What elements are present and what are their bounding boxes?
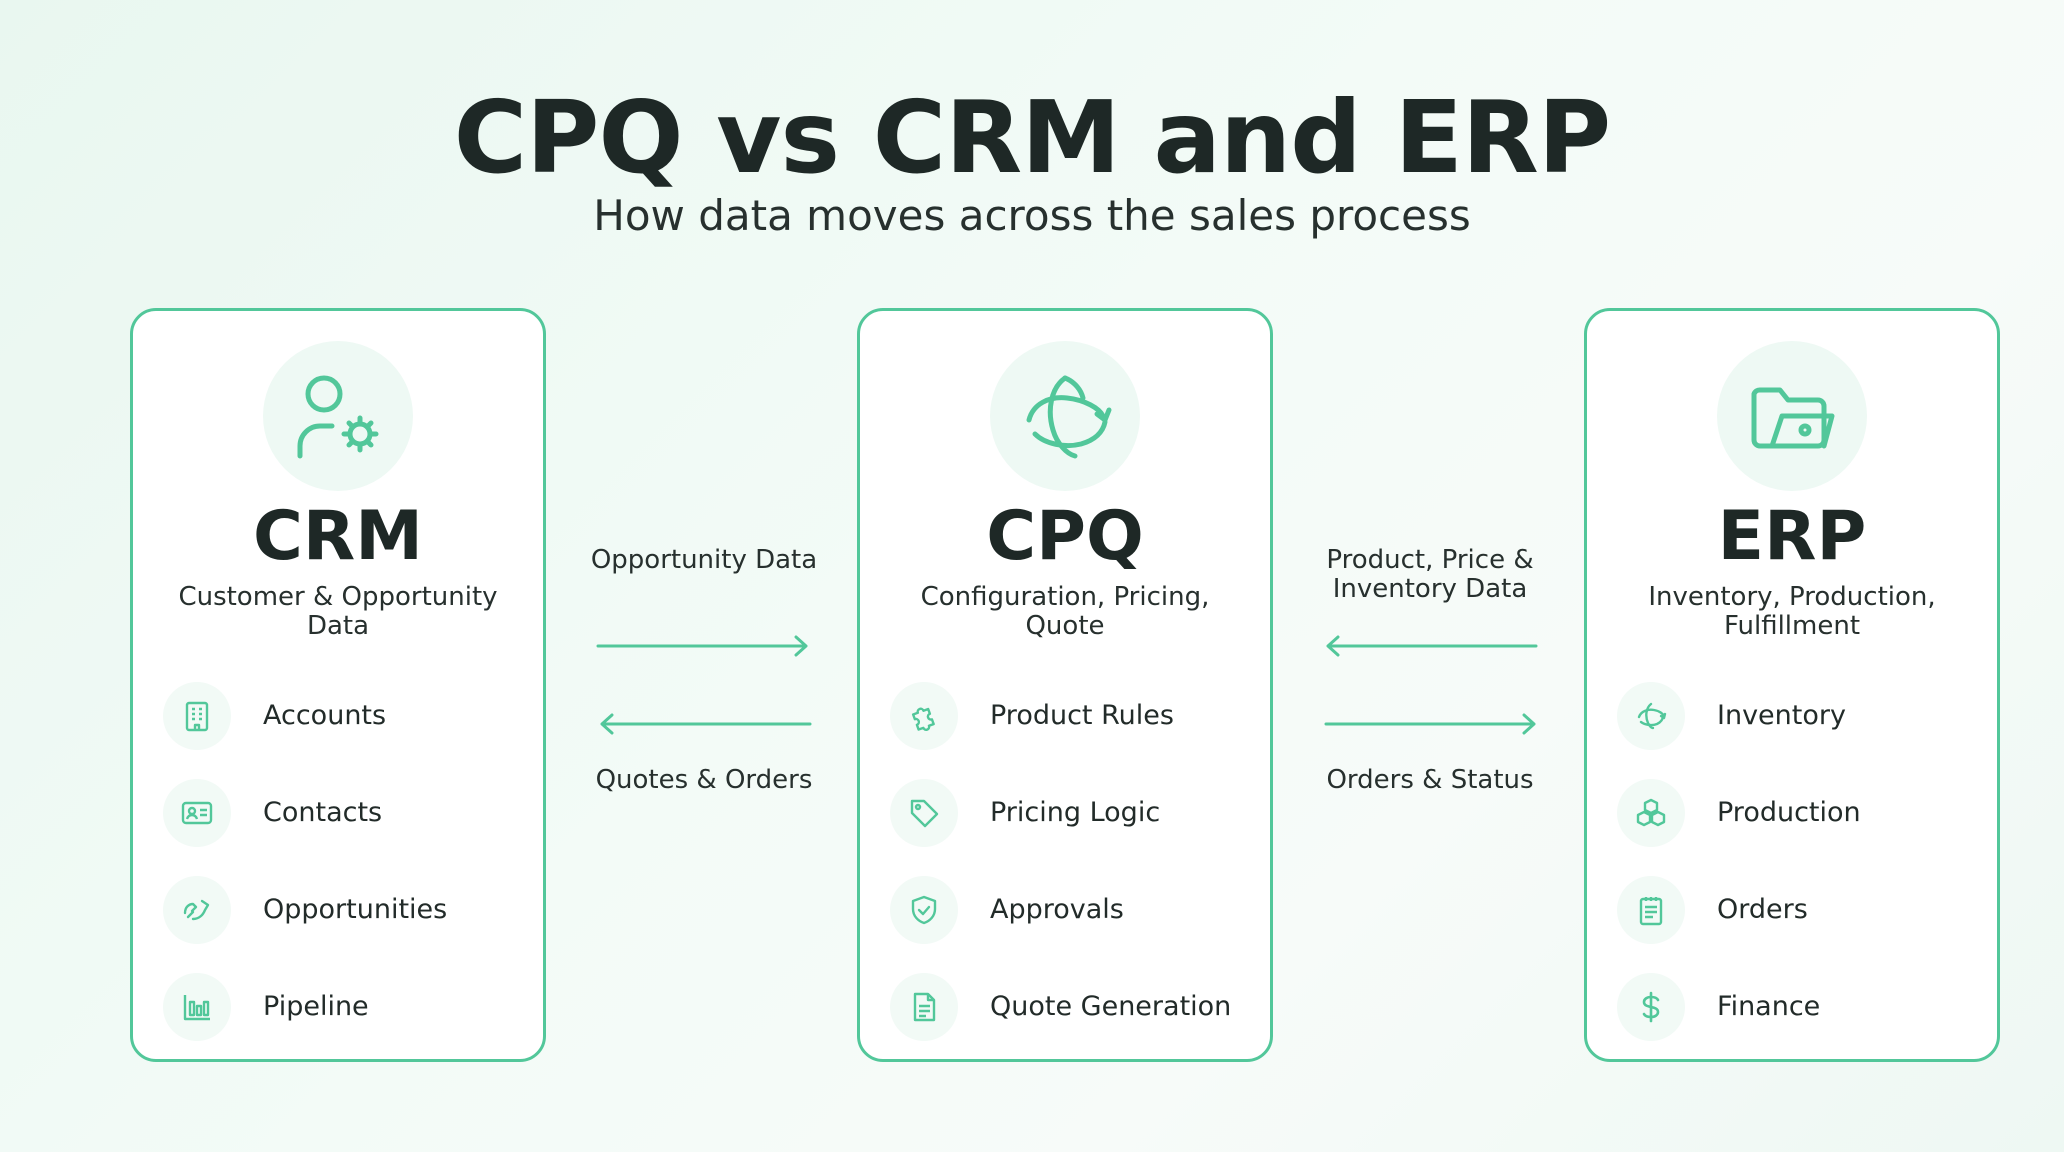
list-item: Opportunities xyxy=(163,861,523,958)
erp-subtitle: Inventory, Production, Fulfillment xyxy=(1648,582,1936,641)
cpq-items: Product Rules Pricing Logic xyxy=(890,667,1250,1055)
user-gear-icon xyxy=(263,341,413,491)
list-item: Production xyxy=(1617,764,1977,861)
item-label: Product Rules xyxy=(990,700,1174,731)
arrow-left-cpq-to-crm xyxy=(600,713,812,735)
orbit-sync-icon xyxy=(990,341,1140,491)
dollar-icon xyxy=(1617,972,1685,1041)
contact-card-icon xyxy=(163,778,231,847)
crm-items: Accounts Contacts Opport xyxy=(163,667,523,1055)
item-label: Approvals xyxy=(990,894,1124,925)
document-icon xyxy=(890,972,958,1041)
list-item: Inventory xyxy=(1617,667,1977,764)
flow-label-cpq-to-crm: Quotes & Orders xyxy=(595,765,813,795)
flow-label-cpq-to-erp: Orders & Status xyxy=(1326,765,1534,795)
item-label: Orders xyxy=(1717,894,1808,925)
folder-icon xyxy=(1717,341,1867,491)
cpq-title: CPQ xyxy=(986,497,1144,576)
item-label: Inventory xyxy=(1717,700,1846,731)
page-subtitle: How data moves across the sales process xyxy=(593,191,1471,240)
list-item: Pipeline xyxy=(163,958,523,1055)
list-item: Contacts xyxy=(163,764,523,861)
item-label: Opportunities xyxy=(263,894,448,925)
tag-icon xyxy=(890,778,958,847)
list-item: Product Rules xyxy=(890,667,1250,764)
cpq-card: CPQ Configuration, Pricing, Quote Produc… xyxy=(857,308,1273,1062)
crm-title: CRM xyxy=(253,497,423,576)
flow-label-erp-to-cpq: Product, Price & Inventory Data xyxy=(1326,545,1534,604)
item-label: Accounts xyxy=(263,700,387,731)
crm-card: CRM Customer & Opportunity Data Accounts xyxy=(130,308,546,1062)
erp-items: Inventory Production xyxy=(1617,667,1977,1055)
list-item: Accounts xyxy=(163,667,523,764)
item-label: Finance xyxy=(1717,991,1821,1022)
flow-label-crm-to-cpq: Opportunity Data xyxy=(590,545,818,575)
arrow-right-crm-to-cpq xyxy=(596,635,808,657)
page-title: CPQ vs CRM and ERP xyxy=(453,79,1611,196)
arrow-left-erp-to-cpq xyxy=(1326,635,1538,657)
list-item: Quote Generation xyxy=(890,958,1250,1055)
list-item: Finance xyxy=(1617,958,1977,1055)
item-label: Pipeline xyxy=(263,991,369,1022)
arrow-right-cpq-to-erp xyxy=(1324,713,1536,735)
sync-icon xyxy=(1617,681,1685,750)
item-label: Contacts xyxy=(263,797,383,828)
cpq-subtitle: Configuration, Pricing, Quote xyxy=(920,582,1210,641)
item-label: Production xyxy=(1717,797,1861,828)
erp-title: ERP xyxy=(1717,497,1867,576)
list-item: Approvals xyxy=(890,861,1250,958)
list-item: Pricing Logic xyxy=(890,764,1250,861)
list-item: Orders xyxy=(1617,861,1977,958)
boxes-icon xyxy=(1617,778,1685,847)
shield-check-icon xyxy=(890,875,958,944)
item-label: Quote Generation xyxy=(990,991,1232,1022)
handshake-icon xyxy=(163,875,231,944)
clipboard-icon xyxy=(1617,875,1685,944)
crm-subtitle: Customer & Opportunity Data xyxy=(178,582,498,641)
puzzle-icon xyxy=(890,681,958,750)
erp-card: ERP Inventory, Production, Fulfillment I… xyxy=(1584,308,2000,1062)
item-label: Pricing Logic xyxy=(990,797,1161,828)
bar-chart-icon xyxy=(163,972,231,1041)
building-icon xyxy=(163,681,231,750)
